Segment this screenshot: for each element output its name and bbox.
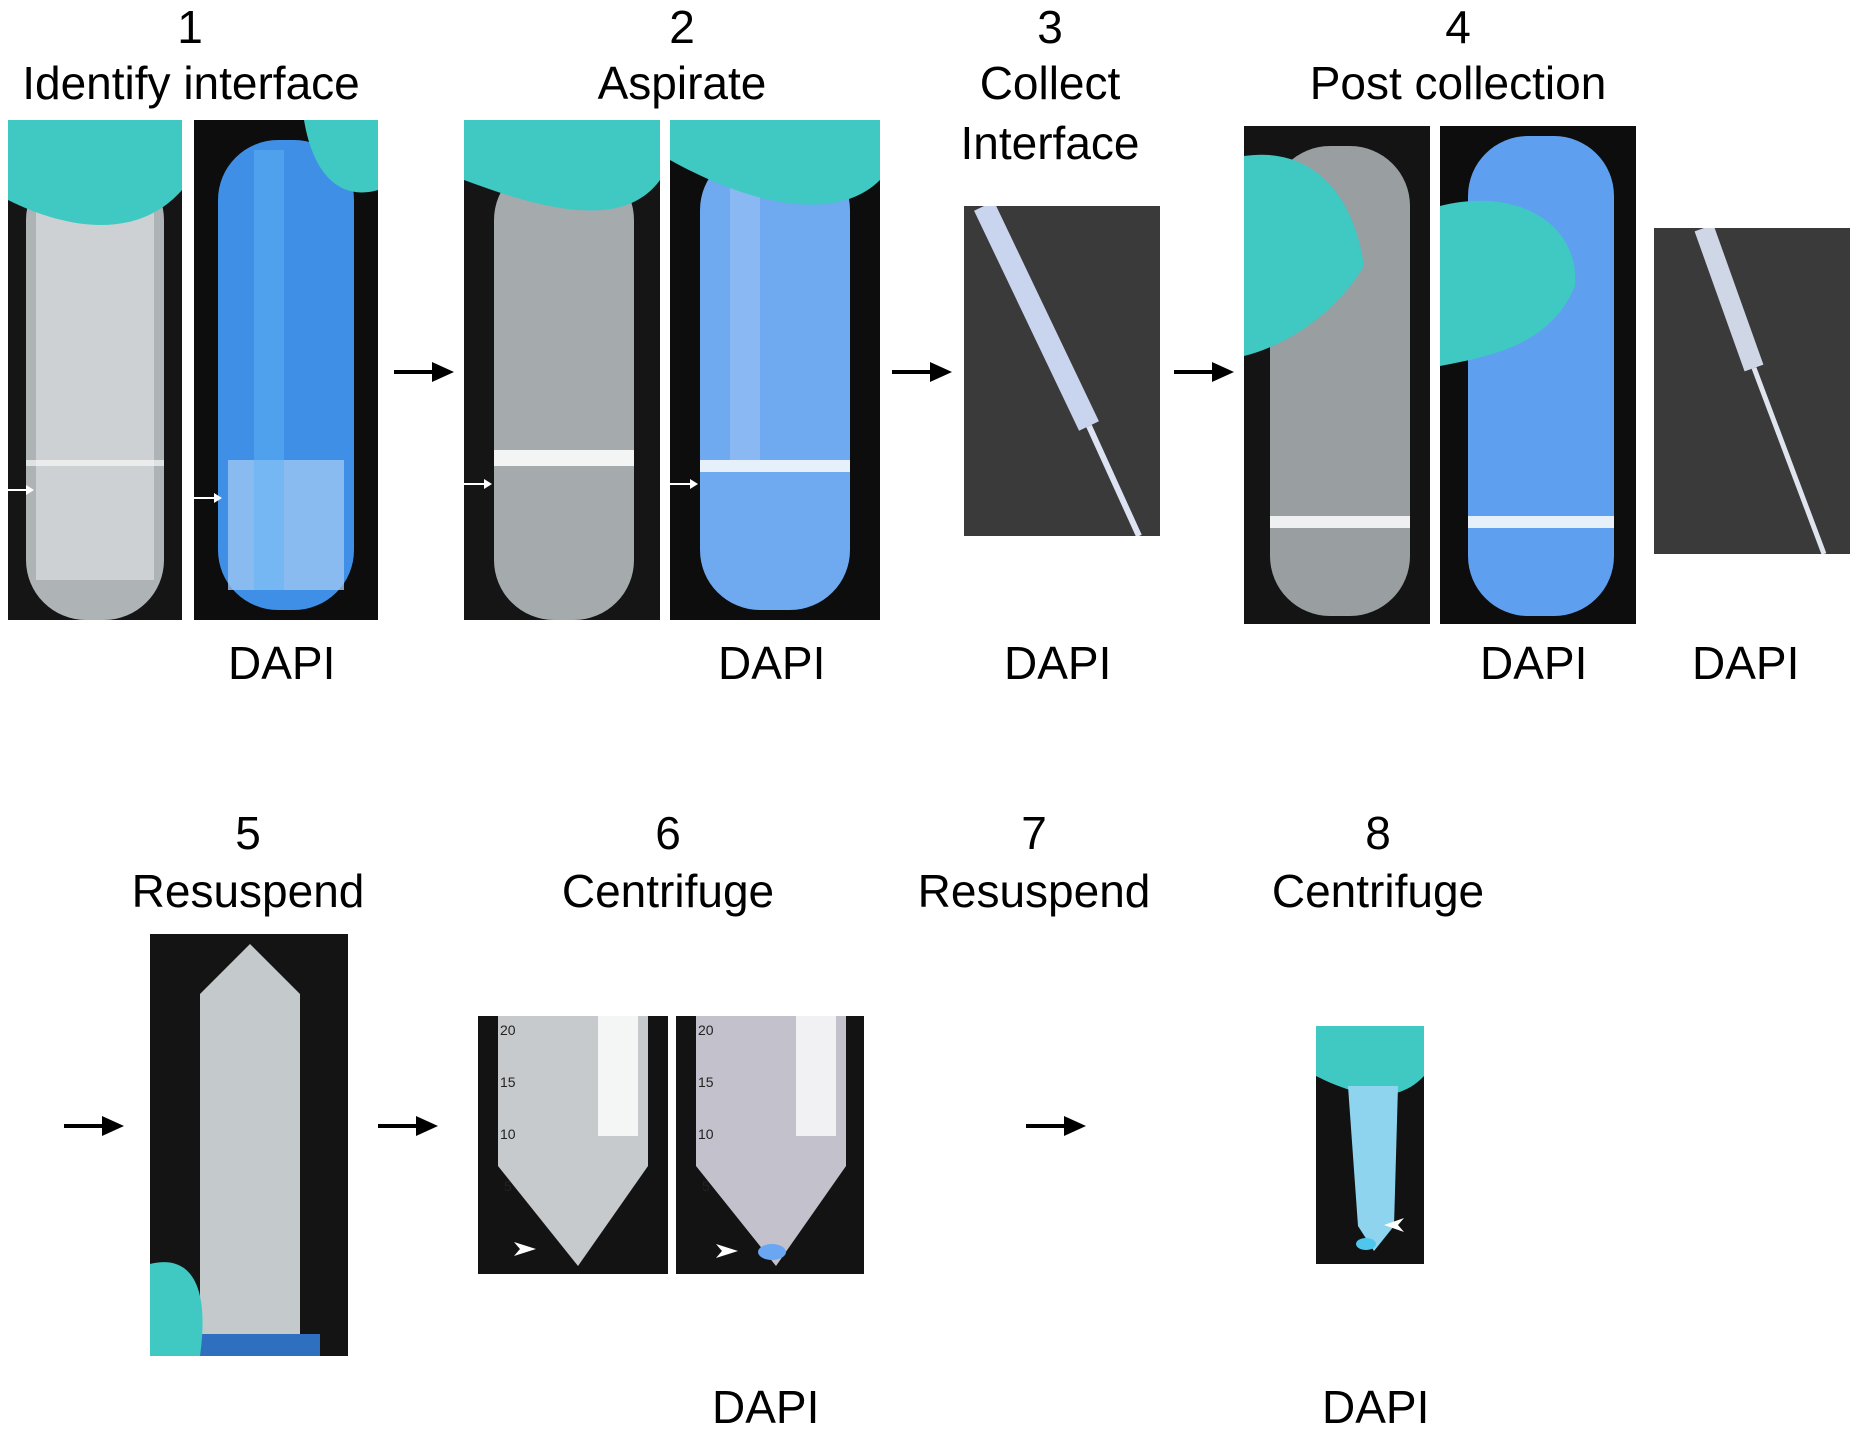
step-6-title: Centrifuge xyxy=(561,865,775,917)
right-arrow-icon xyxy=(392,358,456,386)
step-2-title: Aspirate xyxy=(597,57,767,109)
pellet-arrowhead-icon xyxy=(716,1244,738,1258)
step-5-tube-photo xyxy=(150,934,348,1356)
step-7-number: 7 xyxy=(1021,807,1047,859)
interface-arrow-icon xyxy=(192,490,222,506)
right-arrow-icon xyxy=(376,1112,440,1140)
step-1-title: Identify interface xyxy=(22,57,360,109)
step-5-number: 5 xyxy=(235,807,261,859)
step-7-title: Resuspend xyxy=(917,865,1151,917)
step-4-pipette-dapi-label: DAPI xyxy=(1692,637,1800,689)
scale-mark-5: 5 xyxy=(504,1178,512,1194)
step-8-dapi-label: DAPI xyxy=(1322,1381,1430,1433)
step-4-brightfield-photo xyxy=(1244,126,1430,624)
step-3-pipette-photo xyxy=(964,206,1160,536)
right-arrow-icon xyxy=(1172,358,1236,386)
step-4-title: Post collection xyxy=(1309,57,1607,109)
right-arrow-icon xyxy=(62,1112,126,1140)
step-2-dapi-photo xyxy=(670,120,880,620)
step-4-number: 4 xyxy=(1445,1,1471,53)
pellet-arrowhead-icon xyxy=(1384,1218,1404,1232)
step-8-dapi-photo xyxy=(1316,1026,1424,1264)
interface-arrow-icon xyxy=(4,482,34,498)
step-6-dapi-photo: 20 15 10 5 xyxy=(676,1016,864,1274)
step-2-number: 2 xyxy=(669,1,695,53)
step-5-title: Resuspend xyxy=(131,865,365,917)
step-1-number: 1 xyxy=(177,1,203,53)
step-2-dapi-label: DAPI xyxy=(718,637,826,689)
interface-arrow-icon xyxy=(462,476,492,492)
step-1-dapi-label: DAPI xyxy=(228,637,336,689)
step-3-dapi-label: DAPI xyxy=(1004,637,1112,689)
step-3-number: 3 xyxy=(1037,1,1063,53)
step-8-title: Centrifuge xyxy=(1271,865,1485,917)
scale-mark-20: 20 xyxy=(500,1022,516,1038)
scale-mark-20: 20 xyxy=(698,1022,714,1038)
step-4-dapi-label: DAPI xyxy=(1480,637,1588,689)
scale-mark-10: 10 xyxy=(698,1126,714,1142)
scale-mark-10: 10 xyxy=(500,1126,516,1142)
step-6-dapi-label: DAPI xyxy=(712,1381,820,1433)
step-3-title-line2: Interface xyxy=(960,117,1140,169)
step-6-brightfield-photo: 20 15 10 5 xyxy=(478,1016,668,1274)
step-2-brightfield-photo xyxy=(464,120,660,620)
scale-mark-15: 15 xyxy=(698,1074,714,1090)
scale-mark-15: 15 xyxy=(500,1074,516,1090)
scale-mark-5: 5 xyxy=(702,1178,710,1194)
step-3-title: Collect xyxy=(979,57,1121,109)
step-6-number: 6 xyxy=(655,807,681,859)
right-arrow-icon xyxy=(1024,1112,1088,1140)
interface-arrow-icon xyxy=(668,476,698,492)
step-4-dapi-photo xyxy=(1440,126,1636,624)
right-arrow-icon xyxy=(890,358,954,386)
step-4-pipette-photo xyxy=(1654,228,1850,554)
step-1-brightfield-photo xyxy=(8,120,182,620)
pellet-arrowhead-icon xyxy=(514,1242,536,1256)
step-1-dapi-photo xyxy=(194,120,378,620)
step-8-number: 8 xyxy=(1365,807,1391,859)
